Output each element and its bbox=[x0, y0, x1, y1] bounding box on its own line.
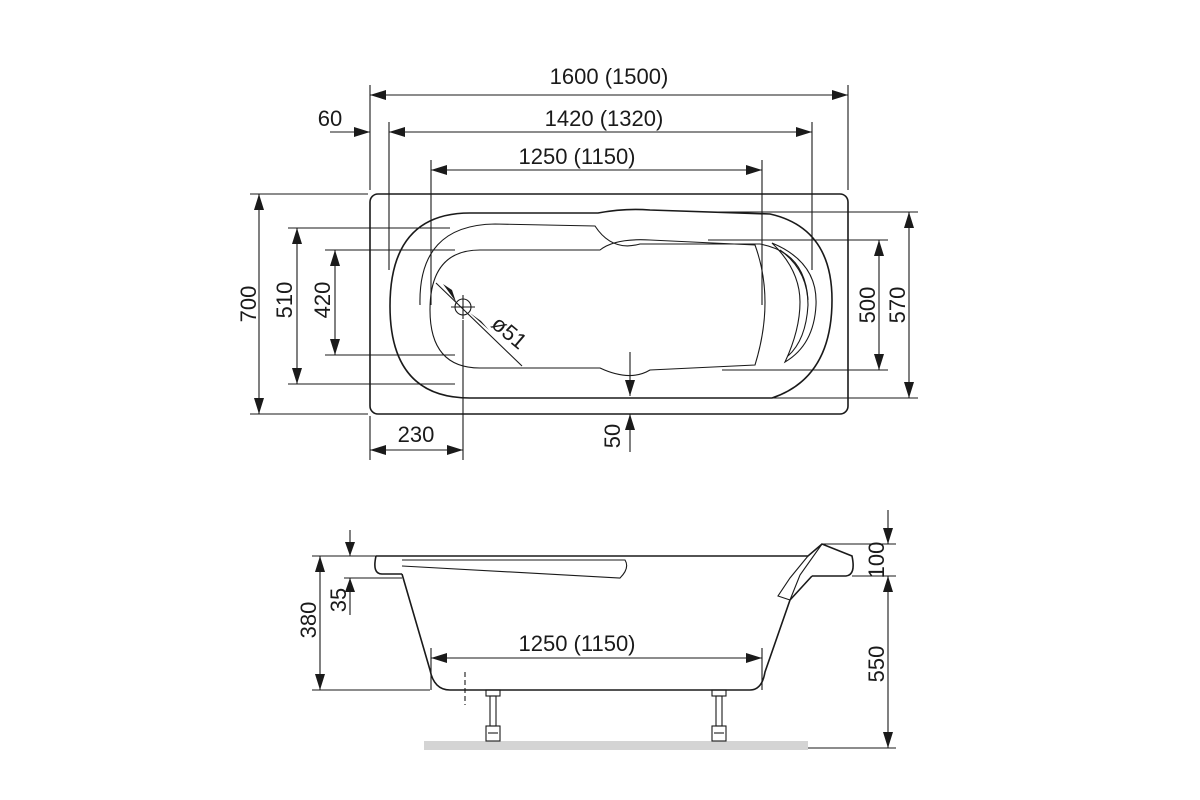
length-inner-label: 1420 (1320) bbox=[545, 106, 664, 131]
width-total-label: 700 bbox=[236, 286, 261, 323]
dimension-width-inner bbox=[288, 227, 455, 385]
tub-basin-outline bbox=[389, 208, 833, 399]
tub-bottom-outline bbox=[429, 239, 766, 377]
dimension-headrest-height bbox=[822, 510, 896, 748]
dimension-length-bottom bbox=[430, 160, 763, 305]
tub-body-side bbox=[401, 573, 813, 691]
tub-step-line bbox=[401, 559, 628, 579]
drain-diameter-label: ø51 bbox=[487, 311, 532, 355]
tub-outer-rim bbox=[369, 193, 849, 415]
dimension-edge-offset bbox=[625, 352, 635, 452]
dimension-width-bottom bbox=[325, 249, 455, 356]
leg-left bbox=[485, 689, 501, 742]
length-bottom-label: 1250 (1150) bbox=[518, 144, 635, 169]
dimension-bottom-length-side bbox=[430, 648, 763, 690]
plan-view: ø51 1600 (1500) 1420 (1320) 60 bbox=[236, 64, 918, 460]
bottom-length-side-label: 1250 (1150) bbox=[518, 631, 635, 656]
dimension-length-total bbox=[369, 85, 849, 190]
rim-step-label: 35 bbox=[326, 588, 351, 612]
depth-label: 380 bbox=[296, 602, 321, 639]
tub-seat-line bbox=[419, 223, 809, 306]
side-view: 1250 (1150) 380 35 100 bbox=[296, 510, 896, 750]
dimension-depth bbox=[312, 555, 430, 691]
headrest-side-inner bbox=[789, 543, 823, 601]
headrest-shape-inner bbox=[779, 249, 809, 357]
headrest-side bbox=[777, 555, 809, 601]
dimension-head-width-inner bbox=[708, 239, 888, 371]
floor-height-label: 550 bbox=[864, 646, 889, 683]
dimension-head-width-outer bbox=[705, 211, 918, 399]
dimension-rim-step bbox=[344, 530, 402, 615]
width-inner-label: 510 bbox=[272, 282, 297, 319]
head-width-inner-label: 500 bbox=[855, 287, 880, 324]
dimension-width-total bbox=[250, 193, 368, 415]
tub-rim-left bbox=[374, 555, 402, 575]
dimension-length-inner bbox=[388, 122, 813, 270]
headrest-height-label: 100 bbox=[864, 542, 889, 579]
head-width-outer-label: 570 bbox=[885, 287, 910, 324]
length-total-label: 1600 (1500) bbox=[550, 64, 669, 89]
dimension-floor-height bbox=[808, 732, 896, 749]
headrest-shape bbox=[771, 242, 817, 364]
dimension-drain-offset bbox=[369, 320, 464, 460]
rim-offset-label: 60 bbox=[318, 106, 342, 131]
leg-right bbox=[711, 689, 727, 742]
tub-rim-side bbox=[376, 543, 854, 577]
edge-offset-label: 50 bbox=[600, 424, 625, 448]
dimension-rim-offset bbox=[330, 127, 370, 137]
drain-symbol bbox=[435, 282, 523, 367]
floor-plate bbox=[424, 741, 808, 750]
drain-offset-label: 230 bbox=[398, 422, 435, 447]
width-bottom-label: 420 bbox=[310, 282, 335, 319]
